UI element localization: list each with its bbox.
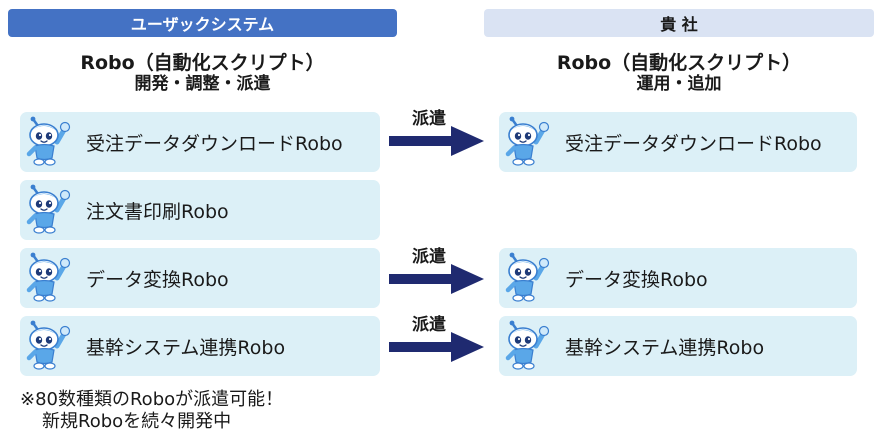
- right-column-subtitle: 運用・追加: [636, 73, 722, 94]
- right-column-title: Robo（自動化スクリプト）: [556, 52, 802, 74]
- left-column-heading: Robo（自動化スクリプト） 開発・調整・派遣: [8, 52, 397, 94]
- right-robot-label: データ変換Robo: [565, 268, 708, 291]
- right-arrow-icon: [389, 264, 484, 294]
- footnote: ※80数種類のRoboが派遣可能！ 新規Roboを続々開発中: [20, 389, 283, 433]
- robot-mascot-icon: [24, 252, 72, 304]
- right-arrow-icon: [389, 332, 484, 362]
- robot-mascot-icon: [24, 116, 72, 168]
- footnote-line-2: 新規Roboを続々開発中: [42, 411, 232, 432]
- right-robot-item: 基幹システム連携Robo: [499, 316, 857, 376]
- left-robot-label: 注文書印刷Robo: [86, 200, 229, 223]
- right-arrow-icon: [389, 126, 484, 156]
- left-robot-item: データ変換Robo: [20, 248, 380, 308]
- dispatch-label: 派遣: [412, 247, 446, 267]
- left-column-subtitle: 開発・調整・派遣: [134, 73, 271, 94]
- left-robot-label: データ変換Robo: [86, 268, 229, 291]
- robot-mascot-icon: [24, 184, 72, 236]
- left-robot-item: 受注データダウンロードRobo: [20, 112, 380, 172]
- left-robot-label: 基幹システム連携Robo: [86, 336, 286, 359]
- robot-mascot-icon: [503, 252, 551, 304]
- footnote-line-1: ※80数種類のRoboが派遣可能！: [20, 389, 284, 410]
- robot-mascot-icon: [503, 320, 551, 372]
- right-robot-label: 基幹システム連携Robo: [565, 336, 765, 359]
- header-right-label: 貴 社: [660, 15, 698, 34]
- dispatch-arrow: 派遣: [389, 310, 485, 370]
- right-robot-item: 受注データダウンロードRobo: [499, 112, 857, 172]
- dispatch-arrow: 派遣: [389, 242, 485, 302]
- dispatch-label: 派遣: [412, 315, 446, 335]
- robot-mascot-icon: [24, 320, 72, 372]
- left-column-title: Robo（自動化スクリプト）: [80, 52, 325, 74]
- left-robot-label: 受注データダウンロードRobo: [86, 132, 343, 155]
- dispatch-label: 派遣: [412, 109, 446, 129]
- dispatch-arrow: 派遣: [389, 104, 485, 164]
- right-robot-label: 受注データダウンロードRobo: [565, 132, 822, 155]
- header-usac-system: ユーザックシステム: [8, 9, 397, 37]
- left-robot-item: 基幹システム連携Robo: [20, 316, 380, 376]
- right-robot-item: データ変換Robo: [499, 248, 857, 308]
- right-column-heading: Robo（自動化スクリプト） 運用・追加: [484, 52, 874, 94]
- header-left-label: ユーザックシステム: [130, 15, 275, 34]
- robot-mascot-icon: [503, 116, 551, 168]
- header-your-company: 貴 社: [484, 9, 874, 37]
- left-robot-item: 注文書印刷Robo: [20, 180, 380, 240]
